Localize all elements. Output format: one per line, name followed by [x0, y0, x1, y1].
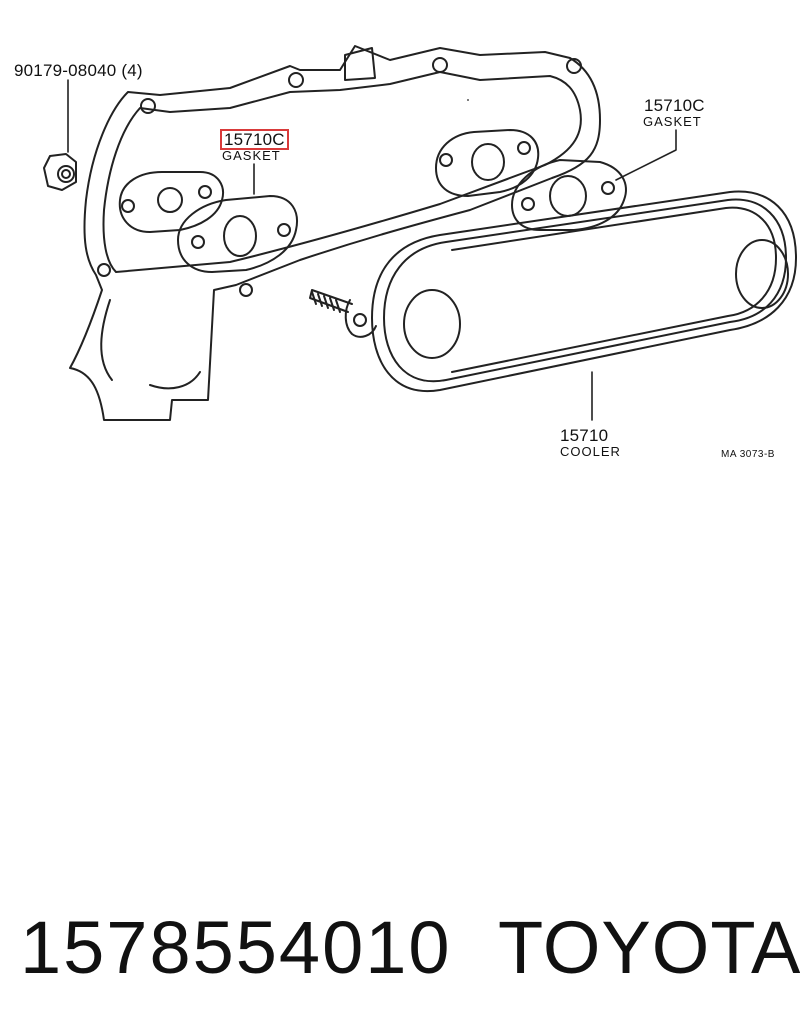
parts-diagram: 90179-08040 (4) 15710C GASKET 15710C GAS…	[0, 0, 800, 495]
cooler-part	[309, 190, 797, 393]
exploded-view-drawing	[43, 45, 797, 495]
part-footer: 1578554010 TOYOTA	[0, 905, 800, 995]
footer-brand: TOYOTA	[498, 906, 800, 989]
cooler-name: COOLER	[560, 444, 621, 459]
nut-part-number: 90179-08040 (4)	[14, 61, 143, 80]
leader-lines	[67, 79, 677, 421]
nut-part	[43, 153, 77, 191]
footer-part-number: 1578554010	[20, 906, 452, 989]
diagram-reference-code: MA 3073-B	[721, 449, 775, 460]
scan-specks	[467, 99, 597, 495]
gasket-right-name: GASKET	[643, 114, 702, 129]
gasket-right-part-number: 15710C	[644, 96, 705, 115]
gasket-left-part	[177, 195, 298, 273]
gasket-left-part-number: 15710C	[220, 129, 289, 150]
gasket-left-name: GASKET	[222, 148, 281, 163]
cooler-part-number: 15710	[560, 426, 609, 445]
